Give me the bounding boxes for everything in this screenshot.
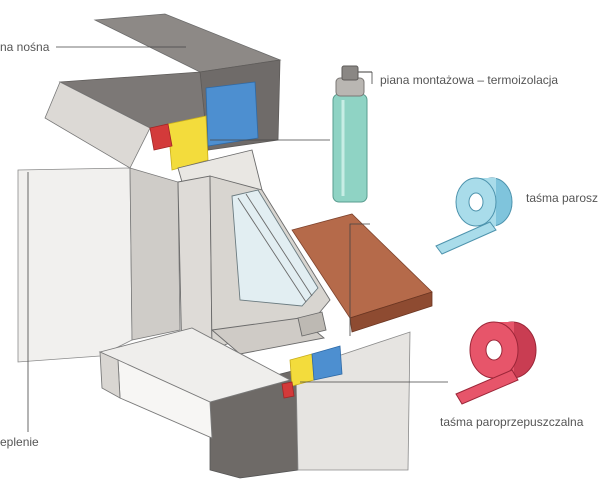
seal-red-bottom <box>281 381 295 399</box>
insulation-blocks <box>149 81 343 399</box>
insulation-yellow-bottom <box>289 353 315 387</box>
inner-sill-end <box>99 351 121 399</box>
red-tape-strip <box>455 369 519 405</box>
foam-can <box>332 65 372 203</box>
frame-bottom <box>210 317 326 355</box>
blue-roll-core <box>468 192 484 212</box>
wall-lower-block <box>209 369 299 479</box>
labels: na nośna piana montażowa – termoizolacja… <box>0 40 598 449</box>
inner-wall-face <box>17 167 133 363</box>
blue-tape-strip <box>435 221 497 255</box>
foam-can-valve <box>341 65 359 81</box>
internal-windowsill <box>98 327 292 439</box>
glass-pane <box>231 189 319 307</box>
frame-gasket <box>297 311 327 337</box>
glass-line-2 <box>245 193 313 297</box>
leader-vapor-barrier <box>349 223 370 336</box>
foam-can-shoulder <box>335 77 365 97</box>
glass-line-1 <box>237 197 307 303</box>
insulation-yellow-top <box>167 115 209 171</box>
seal-red-top <box>149 123 173 151</box>
label-insulation: eplenie <box>0 435 39 449</box>
leader-lines <box>27 46 448 432</box>
wall-lower-right <box>295 331 411 471</box>
insulation-blue-bottom <box>311 345 343 381</box>
label-wall: na nośna <box>0 40 50 54</box>
foam-can-body <box>332 93 368 203</box>
label-vapor-barrier-tape: taśma parosz <box>526 191 598 205</box>
lintel-top-face <box>93 13 282 73</box>
sill-front <box>349 291 433 333</box>
insulation-blue-top <box>205 81 259 147</box>
vapor-permeable-tape-roll <box>455 321 537 405</box>
vapor-barrier-tape-roll <box>435 177 513 255</box>
window-frame <box>177 149 331 363</box>
external-windowsill <box>291 213 433 333</box>
label-vapor-permeable-tape: taśma paroprzepuszczalna <box>440 415 584 429</box>
label-foam: piana montażowa – termoizolacja <box>380 73 558 87</box>
wall-jamb-side <box>129 167 181 341</box>
red-roll-core <box>485 339 503 361</box>
